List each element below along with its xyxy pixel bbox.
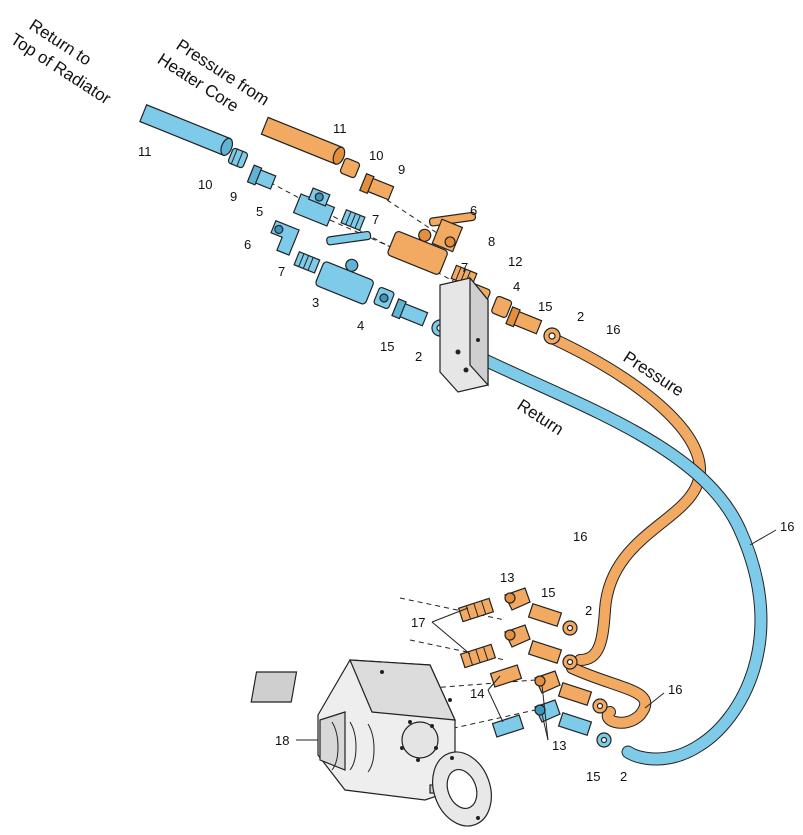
callout: 9	[230, 189, 237, 204]
pump-clamp-2-b	[562, 654, 578, 670]
callout: 16	[606, 322, 620, 337]
callout: 13	[552, 738, 566, 753]
return-hose-11	[139, 104, 234, 157]
leader-16	[749, 529, 777, 546]
pump-nipple-17-lower	[459, 643, 497, 669]
callout: 17	[411, 615, 425, 630]
callout: 10	[198, 177, 212, 192]
pressure-barb-15	[505, 306, 543, 335]
return-nipple-7-lower	[293, 250, 321, 274]
pressure-hose-16-loop-fill	[567, 663, 651, 728]
callout: 15	[538, 299, 552, 314]
callout: 15	[380, 339, 394, 354]
return-bushing-4	[373, 286, 395, 310]
return-tee-5	[292, 187, 336, 227]
return-ball-valve-3	[315, 230, 374, 305]
pump-elbow-13-b	[504, 624, 531, 648]
callout: 2	[585, 603, 592, 618]
mounting-bracket	[439, 276, 489, 393]
leader-13	[541, 684, 549, 741]
return-hose-16-fill	[442, 336, 767, 765]
callout: 11	[333, 121, 347, 136]
pump-barb-15-d	[557, 711, 593, 737]
callout: 16	[668, 682, 682, 697]
pressure-bushing-4	[491, 295, 513, 318]
pressure-elbow-6	[431, 218, 464, 253]
callout: 2	[577, 309, 584, 324]
return-hose-barb-9	[246, 164, 277, 190]
pump-assembly-18	[250, 659, 492, 827]
pump-clamp-2-a	[562, 620, 578, 636]
callout: 18	[275, 733, 289, 748]
pressure-clamp-2	[543, 327, 561, 345]
return-elbow-6	[270, 219, 300, 256]
callout: 2	[415, 349, 422, 364]
callout: 9	[398, 162, 405, 177]
pump-clamp-2-c	[592, 698, 608, 714]
callout: 5	[256, 204, 263, 219]
callout: 14	[470, 686, 484, 701]
callout: 8	[488, 234, 495, 249]
callout: 6	[244, 237, 251, 252]
return-hose-16	[441, 335, 768, 766]
pressure-hose-16-fill	[551, 335, 706, 665]
leader-17	[431, 607, 469, 623]
pressure-hose-11	[260, 116, 346, 165]
pressure-hose-clamp-10	[339, 157, 361, 179]
callout: 15	[541, 585, 555, 600]
return-barb-15	[391, 298, 429, 327]
callout: 13	[500, 570, 514, 585]
pump-barb-15-c	[557, 681, 593, 707]
callout: 10	[369, 148, 383, 163]
callout: 16	[780, 519, 794, 534]
leader-14	[487, 675, 501, 691]
assembly-line	[409, 639, 506, 661]
leader-16	[644, 692, 665, 709]
label-return: Return	[514, 395, 567, 439]
callout: 12	[508, 254, 522, 269]
callout: 3	[312, 295, 319, 310]
pump-nipple-17-upper	[457, 597, 495, 623]
callout: 15	[586, 769, 600, 784]
callout: 4	[513, 279, 520, 294]
pump-elbow-13-d	[534, 699, 561, 723]
pump-elbow-13-c	[534, 670, 561, 694]
pump-clamp-2-d	[596, 732, 612, 748]
pump-nipple-14-blue	[491, 714, 525, 738]
leader-13	[541, 713, 549, 741]
callout: 7	[372, 212, 379, 227]
leader-17	[431, 621, 471, 655]
callout: 7	[461, 260, 468, 275]
leader-14	[487, 689, 504, 723]
callout: 2	[620, 769, 627, 784]
callout: 7	[278, 264, 285, 279]
return-nipple-7-upper	[340, 208, 366, 232]
pump-barb-15-b	[527, 639, 563, 665]
pressure-hose-barb-9	[359, 172, 395, 201]
label-return-to-top: Return to Top of Radiator	[7, 11, 126, 108]
callout: 4	[357, 318, 364, 333]
callout: 16	[573, 529, 587, 544]
pump-elbow-13-a	[504, 587, 531, 611]
pump-barb-15-a	[527, 602, 563, 628]
callout: 6	[470, 203, 477, 218]
return-hose-clamp-10	[227, 147, 249, 169]
callout: 11	[138, 144, 152, 159]
pump-nipple-14-orange	[489, 664, 523, 688]
